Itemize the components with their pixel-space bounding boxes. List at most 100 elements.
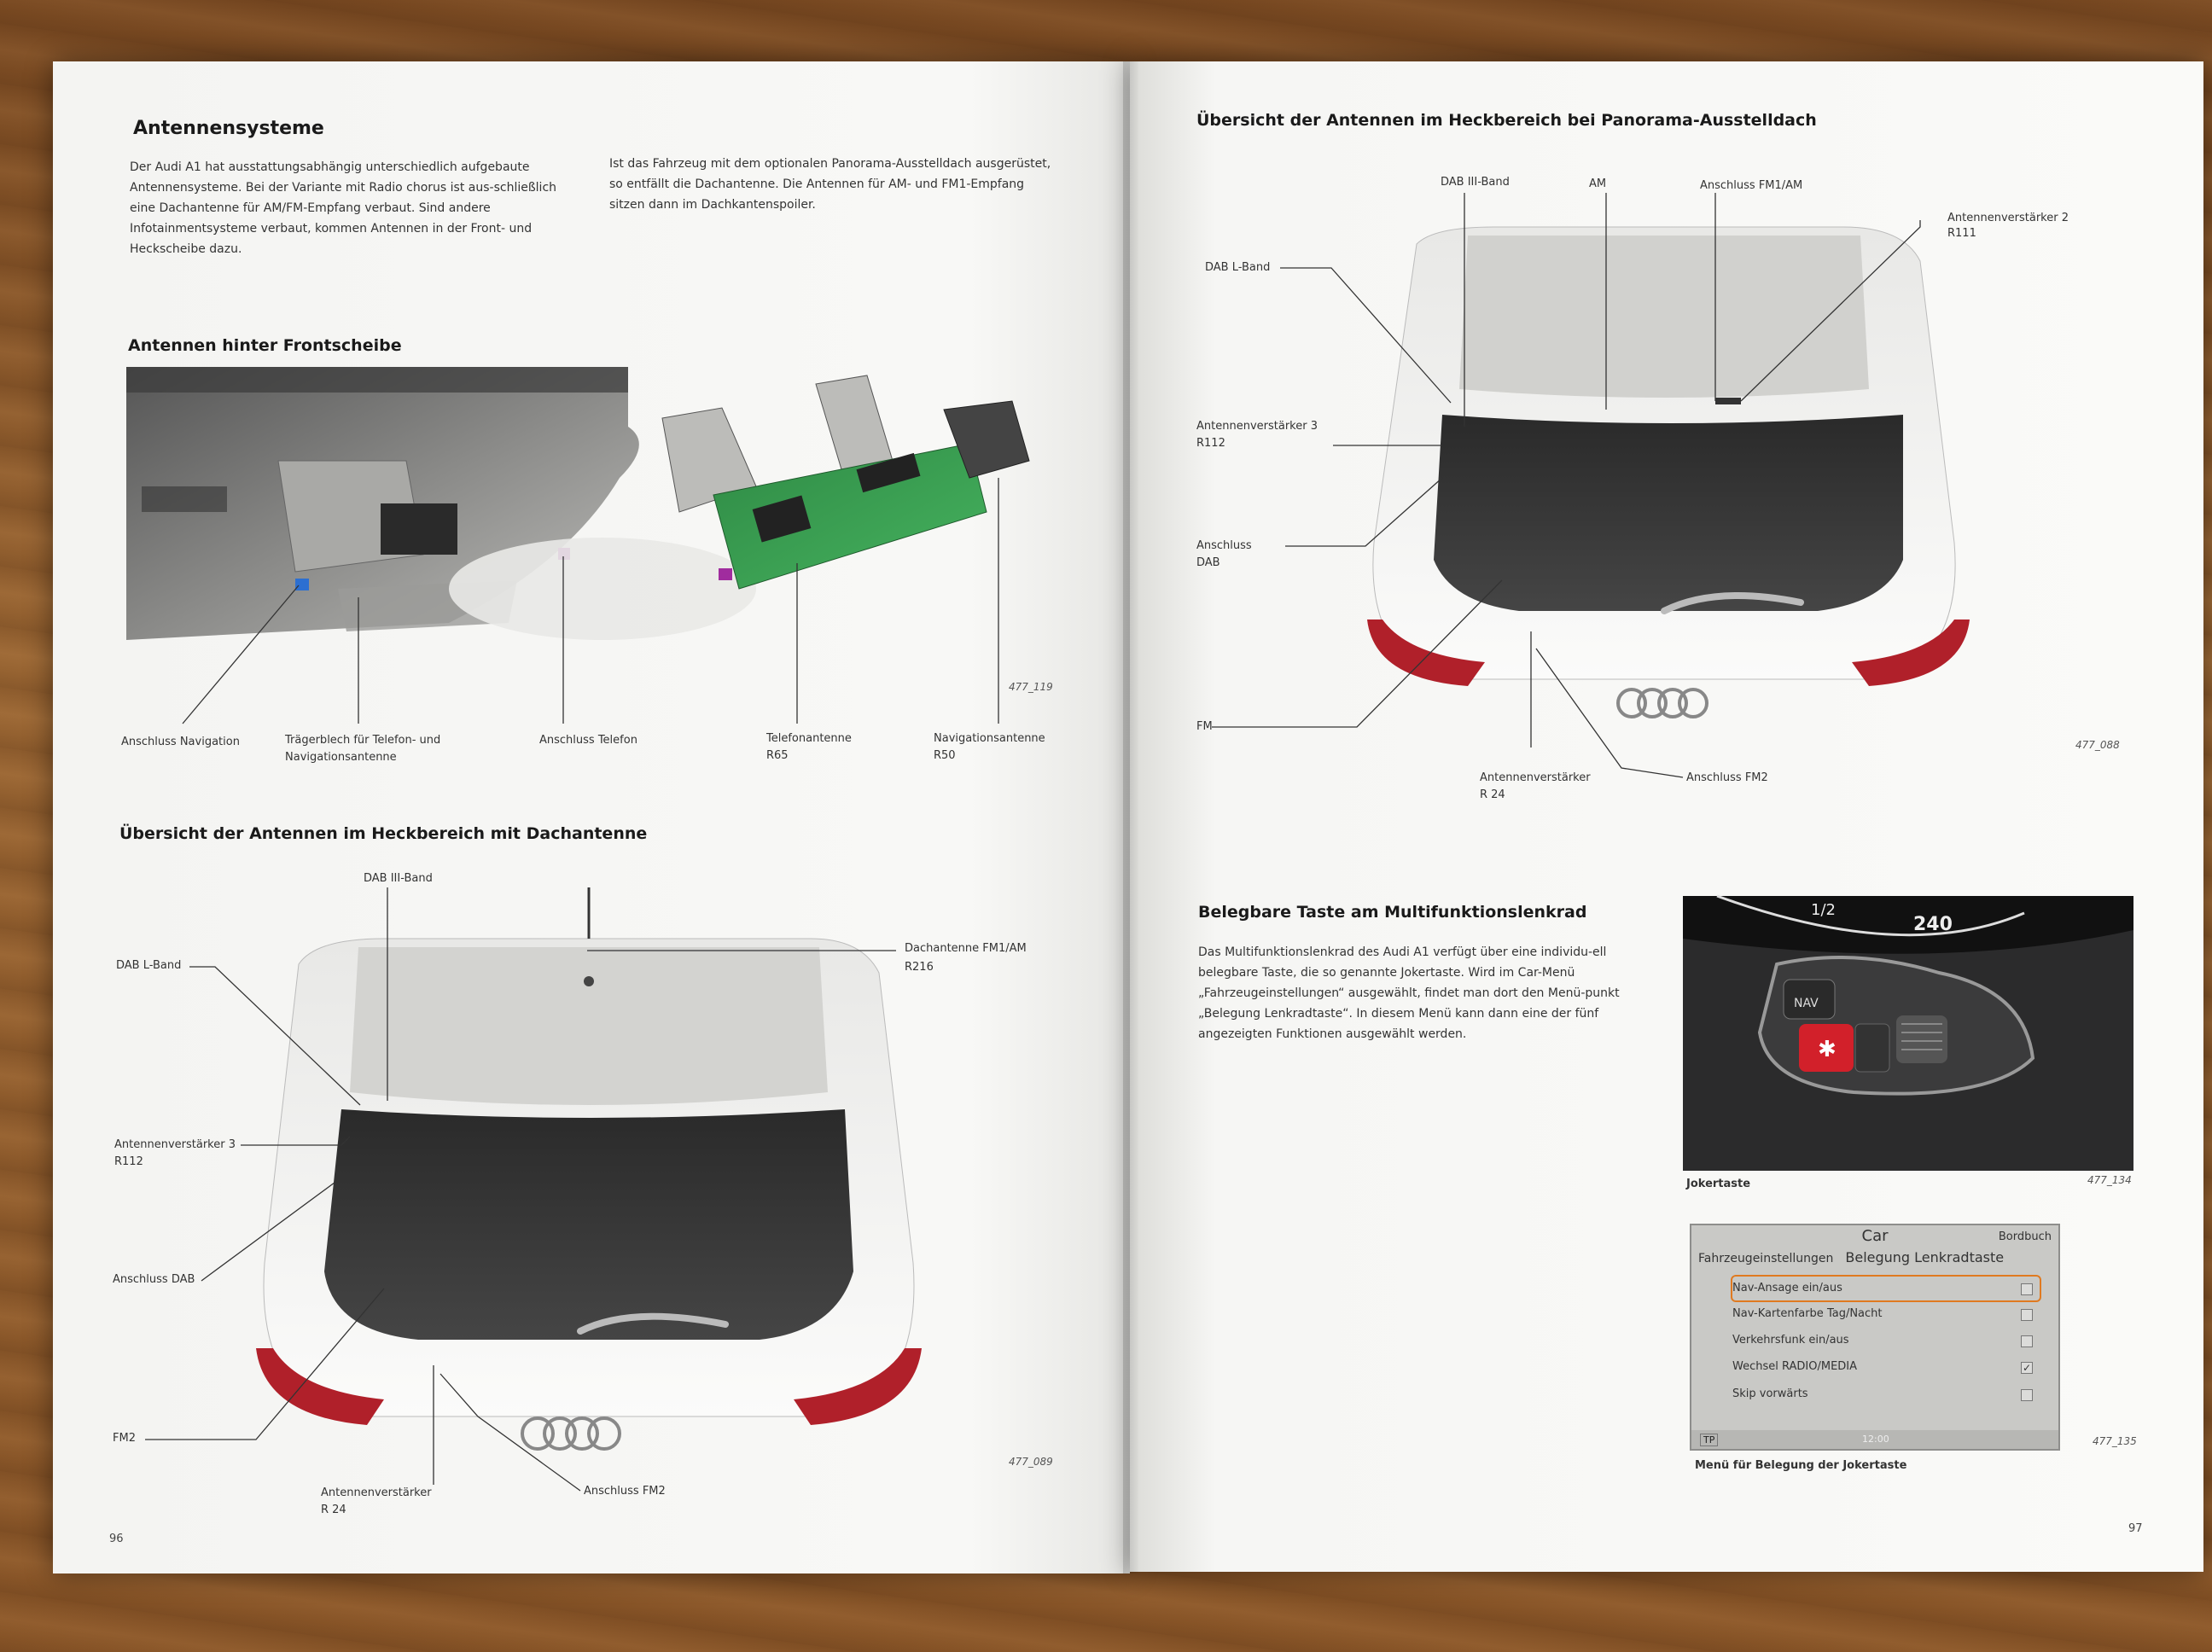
label-dab-l-band-pan: DAB L-Band xyxy=(1205,261,1271,274)
photo-caption-jokertaste: Jokertaste xyxy=(1686,1178,1751,1190)
menu-clock: 12:00 xyxy=(1862,1434,1889,1445)
audi-rings-icon xyxy=(521,1416,621,1451)
label-anschluss-pan: Anschluss xyxy=(1196,539,1252,552)
audi-rings-icon xyxy=(1616,688,1708,718)
joker-button xyxy=(1799,1024,1854,1072)
label-traegerblech-1: Trägerblech für Telefon- und xyxy=(285,734,441,747)
rear-car-figure-roof-antenna xyxy=(256,887,922,1451)
left-taillight xyxy=(1367,620,1485,686)
label-dachantenne: Dachantenne FM1/AM xyxy=(905,942,1027,955)
label-r111: R111 xyxy=(1947,227,1976,240)
page-title: Antennensysteme xyxy=(133,118,324,139)
label-anschluss-fm1-am: Anschluss FM1/AM xyxy=(1700,179,1803,192)
book-spine xyxy=(1123,61,1138,1573)
menu-checkbox[interactable] xyxy=(2021,1389,2033,1401)
menu-item-label: Verkehrsfunk ein/aus xyxy=(1732,1334,1849,1347)
nav-button-label: NAV xyxy=(1794,997,1819,1010)
label-anschluss-fm2-pan: Anschluss FM2 xyxy=(1686,771,1768,784)
label-dab-l-band: DAB L-Band xyxy=(116,959,182,972)
label-dab-iii-band-pan: DAB III-Band xyxy=(1441,176,1510,189)
label-r112-pan: R112 xyxy=(1196,437,1225,450)
gauge-240-label: 240 xyxy=(1913,914,1953,935)
intro-left: Der Audi A1 hat ausstattungsabhängig unt… xyxy=(130,160,557,256)
menu-item-0[interactable]: Nav-Ansage ein/aus xyxy=(1731,1275,2041,1302)
front-antenna-figure xyxy=(126,367,1030,640)
label-antennenverstaerker: Antennenverstärker xyxy=(321,1486,432,1499)
menu-caption: Menü für Belegung der Jokertaste xyxy=(1695,1459,1907,1472)
menu-item-1[interactable]: Nav-Kartenfarbe Tag/Nacht xyxy=(1732,1302,2040,1326)
telephone-antenna-board xyxy=(713,443,987,590)
figure-number-088: 477_088 xyxy=(2075,739,2120,751)
label-telefonantenne: Telefonantenne xyxy=(766,732,852,745)
label-am: AM xyxy=(1589,177,1607,190)
label-anschluss-navigation: Anschluss Navigation xyxy=(121,736,240,748)
gauge-half-label: 1/2 xyxy=(1811,901,1836,919)
intro-right: Ist das Fahrzeug mit dem optionalen Pano… xyxy=(609,157,1051,212)
menu-item-3[interactable]: Wechsel RADIO/MEDIA ✓ xyxy=(1732,1355,2040,1379)
menu-crumb-current: Belegung Lenkradtaste xyxy=(1845,1249,2005,1265)
label-antennenverstaerker-pan: Antennenverstärker xyxy=(1480,771,1591,784)
label-fm: FM xyxy=(1196,720,1213,733)
tp-indicator: TP xyxy=(1700,1434,1719,1446)
label-r24: R 24 xyxy=(321,1504,346,1516)
menu-item-4[interactable]: Skip vorwärts xyxy=(1732,1382,2040,1406)
steering-wheel-photo: 1/2 240 NAV ✱ xyxy=(1683,894,2133,1171)
menu-item-label: Nav-Ansage ein/aus xyxy=(1732,1282,1842,1294)
section-heading-rear-roof: Übersicht der Antennen im Heckbereich mi… xyxy=(119,824,648,843)
navigation-connector-icon xyxy=(295,579,309,590)
label-navigationsantenne: Navigationsantenne xyxy=(934,732,1045,745)
menu-bordbuch[interactable]: Bordbuch xyxy=(1998,1230,2052,1243)
label-r24-pan: R 24 xyxy=(1480,788,1505,801)
menu-checkbox[interactable] xyxy=(2021,1309,2033,1321)
figure-number-135: 477_135 xyxy=(2093,1435,2137,1447)
menu-item-label: Wechsel RADIO/MEDIA xyxy=(1732,1360,1858,1373)
left-taillight xyxy=(256,1348,384,1425)
right-taillight xyxy=(794,1348,922,1425)
label-anschluss-telefon: Anschluss Telefon xyxy=(539,734,637,747)
menu-item-label: Nav-Kartenfarbe Tag/Nacht xyxy=(1732,1307,1883,1320)
menu-title: Car xyxy=(1861,1227,1889,1245)
section-heading-panorama: Übersicht der Antennen im Heckbereich be… xyxy=(1196,111,1817,130)
section-heading-jokertaste: Belegbare Taste am Multifunktionslenkrad xyxy=(1198,903,1587,922)
rear-window xyxy=(1434,415,1903,611)
label-dab-iii-band: DAB III-Band xyxy=(364,872,433,885)
menu-crumb-parent[interactable]: Fahrzeugeinstellungen xyxy=(1698,1252,1834,1265)
figure-number-134: 477_134 xyxy=(2087,1174,2132,1186)
menu-checkbox-checked[interactable]: ✓ xyxy=(2021,1362,2033,1374)
label-anschluss-fm2: Anschluss FM2 xyxy=(584,1485,666,1498)
figure-number-119: 477_119 xyxy=(1009,681,1053,693)
label-fm2: FM2 xyxy=(113,1432,136,1445)
menu-checkbox[interactable] xyxy=(2021,1283,2033,1295)
roof xyxy=(350,947,828,1105)
label-antennenverstaerker-3: Antennenverstärker 3 xyxy=(114,1138,236,1151)
menu-item-2[interactable]: Verkehrsfunk ein/aus xyxy=(1732,1329,2040,1352)
scroll-wheel-icon xyxy=(1896,1015,1947,1063)
label-traegerblech-2: Navigationsantenne xyxy=(285,751,397,764)
page-number-right: 97 xyxy=(2128,1522,2143,1535)
rear-window xyxy=(324,1109,853,1340)
menu-checkbox[interactable] xyxy=(2021,1335,2033,1347)
label-r50: R50 xyxy=(934,749,956,762)
menu-status-bar: TP 12:00 xyxy=(1691,1430,2058,1449)
right-taillight xyxy=(1852,620,1970,686)
figure-number-089: 477_089 xyxy=(1009,1456,1053,1468)
navigation-antenna-block xyxy=(943,400,1030,479)
label-antennenverstaerker-3-pan: Antennenverstärker 3 xyxy=(1196,420,1318,433)
rear-car-figure-panorama xyxy=(1367,226,1970,718)
mmi-menu-screen: Car Bordbuch Fahrzeugeinstellungen Belegu… xyxy=(1690,1224,2060,1451)
page-number-left: 96 xyxy=(109,1533,124,1545)
menu-breadcrumb: Fahrzeugeinstellungen Belegung Lenkradtas… xyxy=(1698,1249,2004,1265)
label-r65: R65 xyxy=(766,749,789,762)
label-dab-pan: DAB xyxy=(1196,556,1220,569)
panorama-roof xyxy=(1459,236,1869,398)
label-r112: R112 xyxy=(114,1155,143,1168)
label-antennenverstaerker-2: Antennenverstärker 2 xyxy=(1947,212,2069,224)
label-r216: R216 xyxy=(905,961,934,974)
menu-item-label: Skip vorwärts xyxy=(1732,1387,1808,1400)
section-heading-front: Antennen hinter Frontscheibe xyxy=(128,336,402,355)
asterisk-icon: ✱ xyxy=(1818,1037,1837,1062)
jokertaste-body: Das Multifunktionslenkrad des Audi A1 ve… xyxy=(1198,945,1620,1041)
